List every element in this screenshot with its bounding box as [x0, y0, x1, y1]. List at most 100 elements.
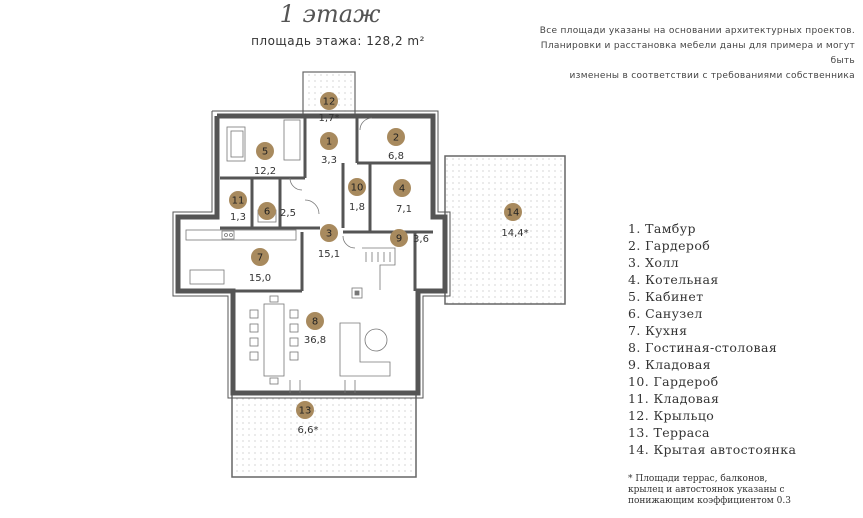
disclaimer: Все площади указаны на основании архитек… [515, 24, 855, 84]
room-number-badge [258, 202, 276, 220]
floor-title: 1 этаж [279, 0, 381, 28]
legend-item: 12. Крыльцо [628, 408, 715, 423]
room-number: 11 [232, 196, 245, 207]
kitchen-island [189, 269, 225, 285]
room-number-badge [504, 203, 522, 221]
room-area: 3,6 [413, 234, 429, 245]
legend-item: 11. Кладовая [628, 391, 720, 406]
room-label: 512,2 [254, 142, 276, 177]
footnote-line: крылец и автостоянок указаны с [628, 485, 785, 495]
room-number-badge [320, 132, 338, 150]
room-number: 13 [299, 406, 312, 417]
room-number: 1 [326, 137, 332, 148]
room-label: 315,1 [318, 224, 340, 260]
room-label: 14 14,4* [501, 203, 529, 239]
exterior-walls [172, 110, 451, 399]
legend-item: 1. Тамбур [628, 221, 696, 236]
room-number-badge [320, 224, 338, 242]
floor-area: площадь этажа: 128,2 m² [251, 34, 425, 48]
room-number-badge [393, 179, 411, 197]
room-number: 6 [264, 207, 270, 218]
room-area: 7,1 [396, 204, 412, 215]
door-swing [304, 199, 320, 215]
legend-item: 3. Холл [628, 255, 680, 270]
room-number: 4 [399, 184, 405, 195]
legend-item: 4. Котельная [628, 272, 719, 287]
room-number: 14 [507, 208, 520, 219]
room-label: 47,1 [393, 179, 412, 215]
door-swing [342, 235, 356, 249]
legend-item: 8. Гостиная-столовая [628, 340, 778, 355]
room-area: 15,1 [318, 249, 340, 260]
legend-item: 13. Терраса [628, 425, 710, 440]
footnote: * Площади террас, балконов, крылец и авт… [628, 474, 838, 507]
room-number-badge [348, 178, 366, 196]
desk-icon [283, 119, 301, 161]
legend-item: 2. Гардероб [628, 238, 711, 253]
disclaimer-line: Планировки и расстановка мебели даны для… [540, 41, 855, 66]
corner-sofa-icon [339, 322, 391, 377]
legend-item: 7. Кухня [628, 323, 688, 338]
kitchen-counter [185, 229, 297, 241]
room-area: 14,4* [501, 228, 528, 239]
terrace [231, 392, 417, 478]
room-label: 12 1,7* [319, 92, 340, 124]
room-label: 715,0 [249, 248, 271, 284]
room-area: 12,2 [254, 166, 276, 177]
legend-item: 5. Кабинет [628, 289, 704, 304]
room-number-badge [256, 142, 274, 160]
room-number-badge [387, 128, 405, 146]
room-area: 2,5 [280, 208, 296, 219]
coffee-table-icon [364, 328, 388, 352]
legend-item: 10. Гардероб [628, 374, 719, 389]
room-area: 1,8 [349, 202, 365, 213]
room-legend: 1. Тамбур 2. Гардероб 3. Холл 4. Котельн… [628, 220, 796, 458]
room-number-badge [320, 92, 338, 110]
door-swing [289, 177, 303, 191]
room-label: 13 6,6* [296, 401, 318, 436]
disclaimer-line: изменены в соответствии с требованиями с… [569, 71, 855, 81]
room-label: 101,8 [348, 178, 366, 213]
room-number-badge [306, 312, 324, 330]
legend-item: 6. Санузел [628, 306, 703, 321]
room-number-badge [251, 248, 269, 266]
room-area: 1,3 [230, 212, 246, 223]
room-number-badge [296, 401, 314, 419]
dining-table-icon [263, 303, 285, 377]
room-number: 10 [351, 183, 364, 194]
legend-item: 9. Кладовая [628, 357, 711, 372]
room-label: 111,3 [229, 191, 247, 223]
room-number-badge [390, 229, 408, 247]
room-area: 6,6* [298, 425, 319, 436]
room-number: 7 [257, 253, 263, 264]
sofa-icon [226, 126, 246, 162]
legend-item: 14. Крытая автостоянка [628, 442, 797, 457]
footnote-line: * Площади террас, балконов, [628, 474, 768, 484]
interior-walls [182, 116, 433, 293]
stove-icon [351, 287, 363, 299]
room-area: 6,8 [388, 151, 404, 162]
room-area: 3,3 [321, 155, 337, 166]
room-number: 9 [396, 234, 402, 245]
room-number-badge [229, 191, 247, 209]
room-area: 1,7* [319, 113, 340, 124]
room-number: 3 [326, 229, 332, 240]
room-number: 12 [323, 97, 336, 108]
room-area: 15,0 [249, 273, 271, 284]
disclaimer-line: Все площади указаны на основании архитек… [539, 26, 855, 36]
room-number: 5 [262, 147, 268, 158]
carport [444, 155, 566, 305]
room-number: 2 [393, 133, 399, 144]
door-swing [359, 117, 373, 131]
footnote-line: понижающим коэффициентом 0.3 [628, 496, 791, 506]
room-label: 836,8 [304, 312, 326, 346]
room-area: 36,8 [304, 335, 326, 346]
room-label: 26,8 [387, 128, 405, 162]
room-label: 13,3 [320, 132, 338, 166]
room-number: 8 [312, 317, 318, 328]
staircase-icon [362, 247, 396, 290]
